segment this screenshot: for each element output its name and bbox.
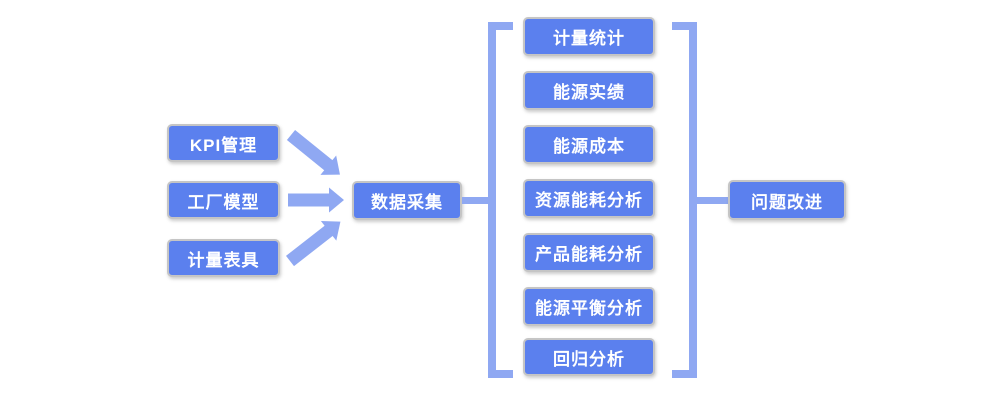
left-bracket-bottom-stub	[488, 370, 513, 378]
node-metering-statistics: 计量统计	[523, 17, 655, 56]
node-metering-instruments: 计量表具	[167, 239, 280, 277]
arrow-down-right-icon	[286, 129, 340, 175]
right-bracket-top-stub	[672, 22, 697, 30]
node-data-collection: 数据采集	[352, 181, 462, 220]
node-energy-cost: 能源成本	[523, 125, 655, 164]
right-bracket-vertical	[689, 22, 697, 378]
left-bracket-top-stub	[488, 22, 513, 30]
node-factory-model: 工厂模型	[167, 181, 280, 219]
right-bracket-bottom-stub	[672, 370, 697, 378]
node-energy-balance-analysis: 能源平衡分析	[523, 287, 655, 326]
arrow-up-right-icon	[285, 220, 341, 267]
node-problem-improvement: 问题改进	[728, 180, 846, 220]
node-product-consumption-analysis: 产品能耗分析	[523, 233, 655, 272]
node-kpi-management: KPI管理	[167, 124, 280, 162]
connector-collector-to-bracket	[462, 197, 488, 204]
node-energy-performance: 能源实绩	[523, 71, 655, 110]
arrow-right-icon	[288, 187, 344, 213]
left-bracket-vertical	[488, 22, 496, 378]
node-regression-analysis: 回归分析	[523, 338, 655, 376]
connector-bracket-to-output	[697, 197, 728, 204]
node-resource-consumption-analysis: 资源能耗分析	[523, 179, 655, 218]
